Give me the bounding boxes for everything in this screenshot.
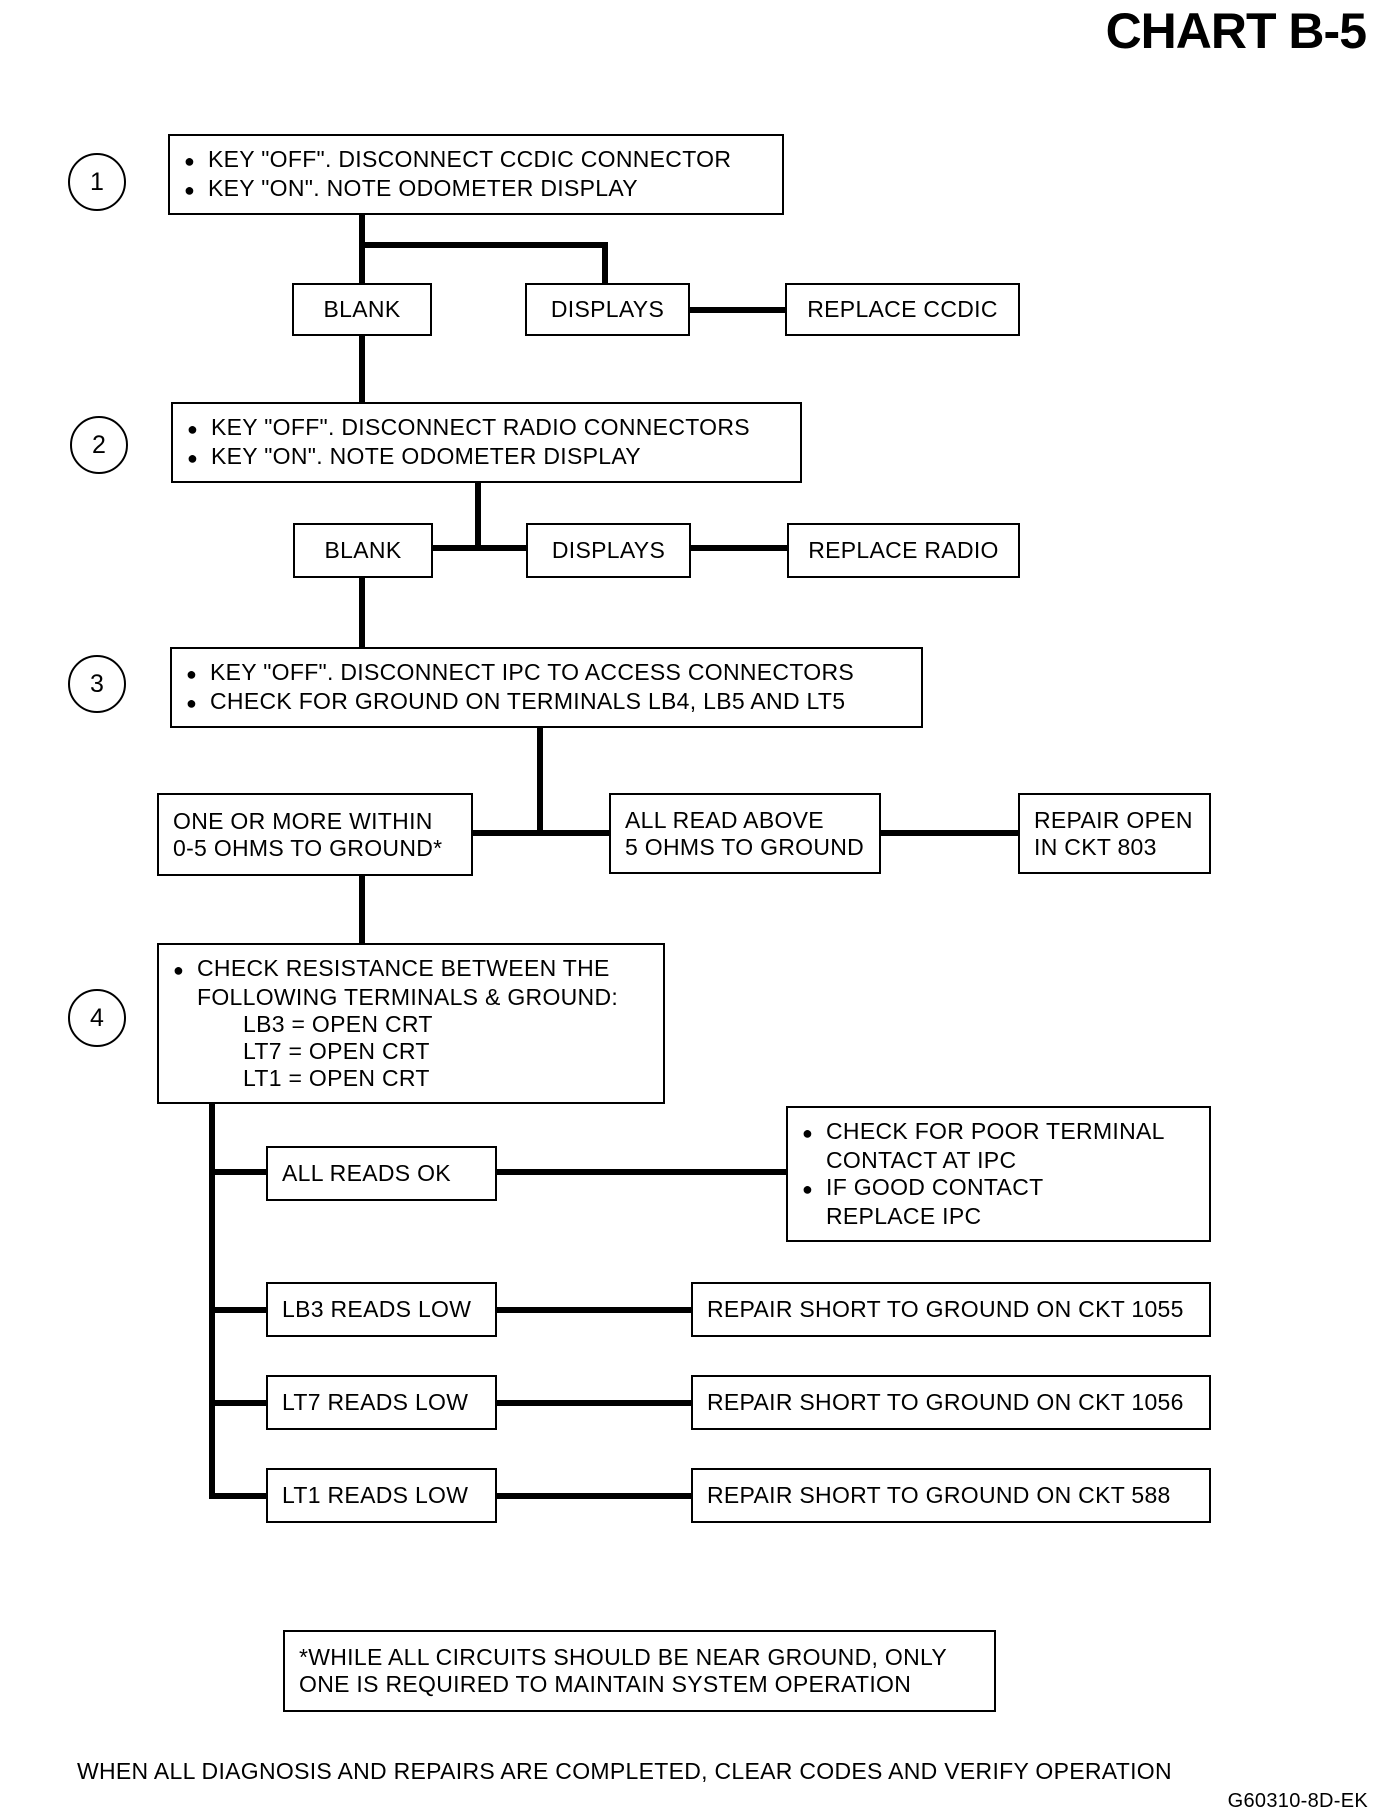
step1-line-1: KEY "OFF". DISCONNECT CCDIC CONNECTOR [184, 146, 768, 175]
step3-line-1: KEY "OFF". DISCONNECT IPC TO ACCESS CONN… [186, 659, 907, 688]
completion-instruction: WHEN ALL DIAGNOSIS AND REPAIRS ARE COMPL… [77, 1758, 1172, 1784]
lt1-repair-box: REPAIR SHORT TO GROUND ON CKT 588 [691, 1468, 1211, 1523]
step2-displays-box: DISPLAYS [526, 523, 691, 578]
step4-terminal-lt7: LT7 = OPEN CRT [243, 1038, 430, 1064]
step4-terminal-lb3: LB3 = OPEN CRT [243, 1011, 433, 1037]
all-read-above-box: ALL READ ABOVE 5 OHMS TO GROUND [609, 793, 881, 874]
step-1-marker: 1 [68, 153, 126, 211]
poor-contact-box: CHECK FOR POOR TERMINAL CONTACT AT IPC I… [786, 1106, 1211, 1242]
step2-instruction-box: KEY "OFF". DISCONNECT RADIO CONNECTORS K… [171, 402, 802, 483]
replace-ccdic-box: REPLACE CCDIC [785, 283, 1020, 336]
step2-line-2: KEY "ON". NOTE ODOMETER DISPLAY [187, 443, 786, 472]
step2-blank-box: BLANK [293, 523, 433, 578]
step2-line-1: KEY "OFF". DISCONNECT RADIO CONNECTORS [187, 414, 786, 443]
lt1-reads-low-box: LT1 READS LOW [266, 1468, 497, 1523]
all-reads-ok-box: ALL READS OK [266, 1146, 497, 1201]
step-3-marker: 3 [68, 655, 126, 713]
step1-instruction-box: KEY "OFF". DISCONNECT CCDIC CONNECTOR KE… [168, 134, 784, 215]
step3-line-2: CHECK FOR GROUND ON TERMINALS LB4, LB5 A… [186, 688, 907, 717]
step1-blank-box: BLANK [292, 283, 432, 336]
figure-id: G60310-8D-EK [1227, 1790, 1368, 1812]
lb3-repair-box: REPAIR SHORT TO GROUND ON CKT 1055 [691, 1282, 1211, 1337]
chart-title: CHART B-5 [1105, 3, 1367, 59]
one-or-more-box: ONE OR MORE WITHIN 0-5 OHMS TO GROUND* [157, 793, 473, 876]
step4-check-line-1: CHECK RESISTANCE BETWEEN THE [173, 955, 649, 984]
step4-terminal-lt1: LT1 = OPEN CRT [243, 1065, 430, 1091]
lb3-reads-low-box: LB3 READS LOW [266, 1282, 497, 1337]
replace-radio-box: REPLACE RADIO [787, 523, 1020, 578]
connector-step1-branch [359, 213, 608, 283]
step1-displays-box: DISPLAYS [525, 283, 690, 336]
step4-check-line-2: FOLLOWING TERMINALS & GROUND: [197, 984, 619, 1010]
step3-instruction-box: KEY "OFF". DISCONNECT IPC TO ACCESS CONN… [170, 647, 923, 728]
repair-open-box: REPAIR OPEN IN CKT 803 [1018, 793, 1211, 874]
step-4-marker: 4 [68, 989, 126, 1047]
lt7-repair-box: REPAIR SHORT TO GROUND ON CKT 1056 [691, 1375, 1211, 1430]
step4-instruction-box: CHECK RESISTANCE BETWEEN THE FOLLOWING T… [157, 943, 665, 1104]
footnote-box: *WHILE ALL CIRCUITS SHOULD BE NEAR GROUN… [283, 1630, 996, 1712]
step-2-marker: 2 [70, 416, 128, 474]
lt7-reads-low-box: LT7 READS LOW [266, 1375, 497, 1430]
step1-line-2: KEY "ON". NOTE ODOMETER DISPLAY [184, 175, 768, 204]
